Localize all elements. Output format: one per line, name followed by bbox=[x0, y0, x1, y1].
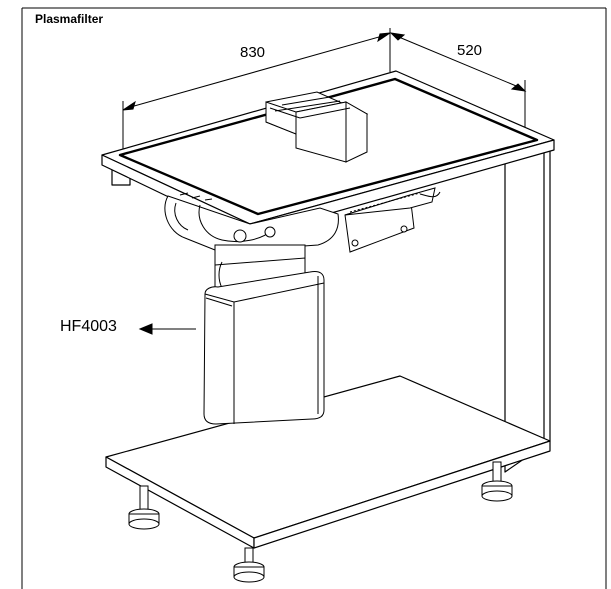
motor-unit bbox=[164, 187, 441, 254]
plasma-filter bbox=[203, 271, 325, 425]
figure-title: Plasmafilter bbox=[35, 12, 104, 26]
width-dimension-label: 830 bbox=[240, 44, 266, 61]
callout-arrow bbox=[138, 323, 196, 335]
depth-dimension-label: 520 bbox=[457, 42, 483, 59]
adjustable-feet bbox=[128, 461, 513, 583]
dimension-lines bbox=[122, 28, 527, 152]
vent-module bbox=[265, 91, 369, 163]
filter-callout-label: HF4003 bbox=[60, 318, 117, 335]
frame-border bbox=[21, 7, 607, 589]
